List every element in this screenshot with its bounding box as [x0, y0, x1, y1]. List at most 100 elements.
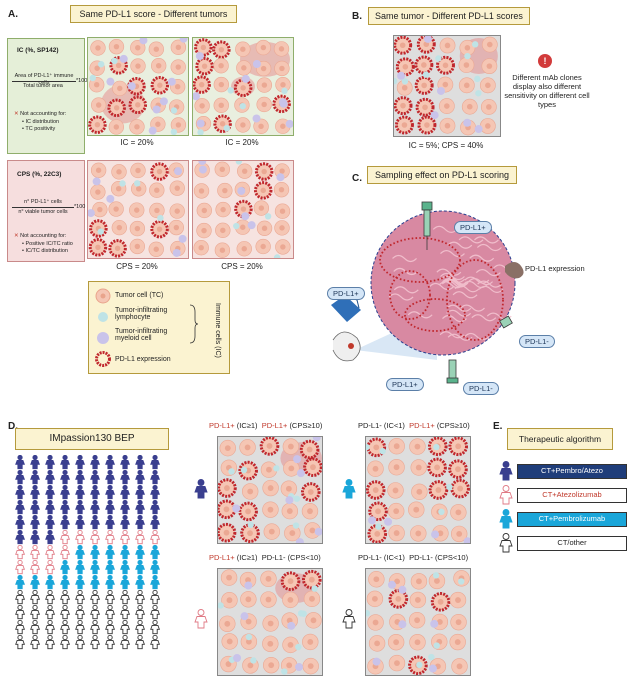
pdl1-positive-cell	[394, 36, 413, 55]
tissue-tile-d-bl	[217, 568, 323, 676]
panel-b-title: Same tumor - Different PD-L1 scores	[368, 7, 530, 25]
patient-icon	[120, 589, 131, 605]
tl-label-4: (CPS≥10)	[289, 421, 323, 430]
ic-not-accounting: Not accounting for:	[20, 111, 67, 117]
pdl1-positive-cell	[128, 95, 148, 115]
legend-myeloid: Tumor-infiltrating myeloid cell	[115, 328, 168, 342]
patient-icon	[60, 529, 71, 545]
algo-ct-other: CT/other	[517, 536, 627, 551]
panel-a-letter: A.	[8, 9, 18, 20]
patient-icon	[135, 499, 146, 515]
patient-icon	[75, 544, 86, 560]
patient-icon	[60, 499, 71, 515]
sampling-illustration	[331, 201, 524, 384]
algo-pink-icon	[499, 485, 513, 505]
patient-icon	[30, 529, 41, 545]
patient-icon	[150, 455, 161, 470]
algo-navy-icon	[499, 461, 513, 481]
patient-icon	[15, 455, 26, 470]
patient-icon	[60, 484, 71, 500]
patient-icon	[120, 484, 131, 500]
bubble-top: PD-L1+	[454, 221, 492, 234]
patient-icon	[60, 619, 71, 635]
bl-label-2: (IC≥1)	[236, 553, 258, 562]
pdl1-positive-cell	[414, 75, 434, 95]
patient-icon	[30, 469, 41, 485]
patient-icon	[45, 469, 56, 485]
patient-icon	[150, 604, 161, 620]
patient-icon	[135, 469, 146, 485]
person-teal-icon	[342, 479, 356, 499]
pdl1-positive-cell	[303, 457, 322, 477]
patient-icon	[15, 604, 26, 620]
cps-heading: CPS (%, 22C3)	[17, 171, 62, 178]
legend-lymphocyte: Tumor-infiltrating lymphocyte	[115, 307, 168, 321]
pdl1-positive-cell	[213, 114, 232, 133]
patient-icon	[120, 469, 131, 485]
pdl1-positive-cell	[427, 437, 448, 457]
patient-icon	[105, 589, 116, 605]
pdl1-positive-cell	[414, 55, 434, 75]
patient-icon	[120, 499, 131, 515]
patient-icon	[75, 529, 86, 545]
person-navy-icon	[194, 479, 208, 499]
pdl1-positive-cell	[89, 219, 108, 238]
pdl1-positive-cell	[448, 437, 469, 457]
algo-ct-atezolizumab: CT+Atezolizumab	[517, 488, 627, 503]
pdl1-positive-cell	[212, 40, 231, 59]
cps-bullet-2: IC/TC distribution	[25, 248, 68, 254]
patient-icon	[15, 589, 26, 605]
pdl1-positive-cell	[150, 162, 169, 181]
pdl1-dotted-region	[404, 298, 466, 332]
algo-teal-icon	[499, 509, 513, 529]
patient-icon	[30, 604, 41, 620]
pdl1-positive-cell	[427, 457, 447, 478]
patient-icon	[30, 619, 41, 635]
pdl1-expression-label: PD-L1 expression	[525, 264, 585, 273]
pdl1-positive-cell	[254, 162, 274, 181]
tr-label-1: PD-L1-	[358, 421, 382, 430]
patient-icon	[60, 559, 71, 575]
patient-icon	[135, 604, 146, 620]
patient-icon	[90, 499, 101, 515]
pdl1-positive-cell	[415, 97, 435, 117]
pdl1-expression-blob-icon	[505, 262, 524, 279]
mab-clone-note: Different mAb clones display also differ…	[504, 73, 590, 109]
myeloid-cell-icon	[97, 332, 109, 344]
ic-denominator: Total tumor area	[23, 83, 63, 89]
patient-icon	[150, 589, 161, 605]
person-outline-icon	[342, 609, 356, 629]
ic-bullet-2: TC positivity	[25, 126, 56, 132]
pdl1-positive-cell	[218, 522, 237, 543]
pdl1-positive-cell	[299, 439, 320, 460]
patient-icon	[90, 469, 101, 485]
lymphocyte-icon	[98, 312, 108, 322]
pdl1-dotted-region	[379, 237, 461, 283]
tissue-tile-d-tr	[365, 436, 471, 544]
cps-formula-box: CPS (%, 22C3) n° PD-L1⁺ cells n° viable …	[7, 160, 85, 262]
bubble-bottom-right: PD-L1-	[463, 382, 499, 395]
patient-icon	[30, 499, 41, 515]
legend-bracket	[189, 304, 199, 344]
tissue-tile-d-br	[365, 568, 471, 676]
panel-e-letter: E.	[493, 421, 503, 432]
patient-icon	[105, 574, 116, 590]
pdl1-positive-cell	[238, 501, 258, 522]
pdl1-positive-cell	[253, 181, 273, 200]
bubble-bottom-left: PD-L1+	[386, 378, 424, 391]
patient-icon	[45, 529, 56, 545]
patient-icon	[135, 634, 146, 650]
pdl1-positive-cell	[394, 96, 413, 116]
legend-pdl1: PD-L1 expression	[115, 356, 171, 363]
patient-icon	[75, 484, 86, 500]
pdl1-positive-cell	[300, 482, 321, 502]
patient-icon	[45, 589, 56, 605]
panel-d-title: IMpassion130 BEP	[15, 428, 169, 450]
breast-icon	[332, 331, 361, 362]
pdl1-positive-cell	[150, 219, 169, 239]
pdl1-positive-cell	[259, 437, 280, 456]
patient-icon	[150, 484, 161, 500]
tr-label-4: (CPS≥10)	[436, 421, 470, 430]
cps-not-accounting: Not accounting for:	[20, 233, 67, 239]
caption-ic-2: IC = 20%	[225, 138, 259, 147]
